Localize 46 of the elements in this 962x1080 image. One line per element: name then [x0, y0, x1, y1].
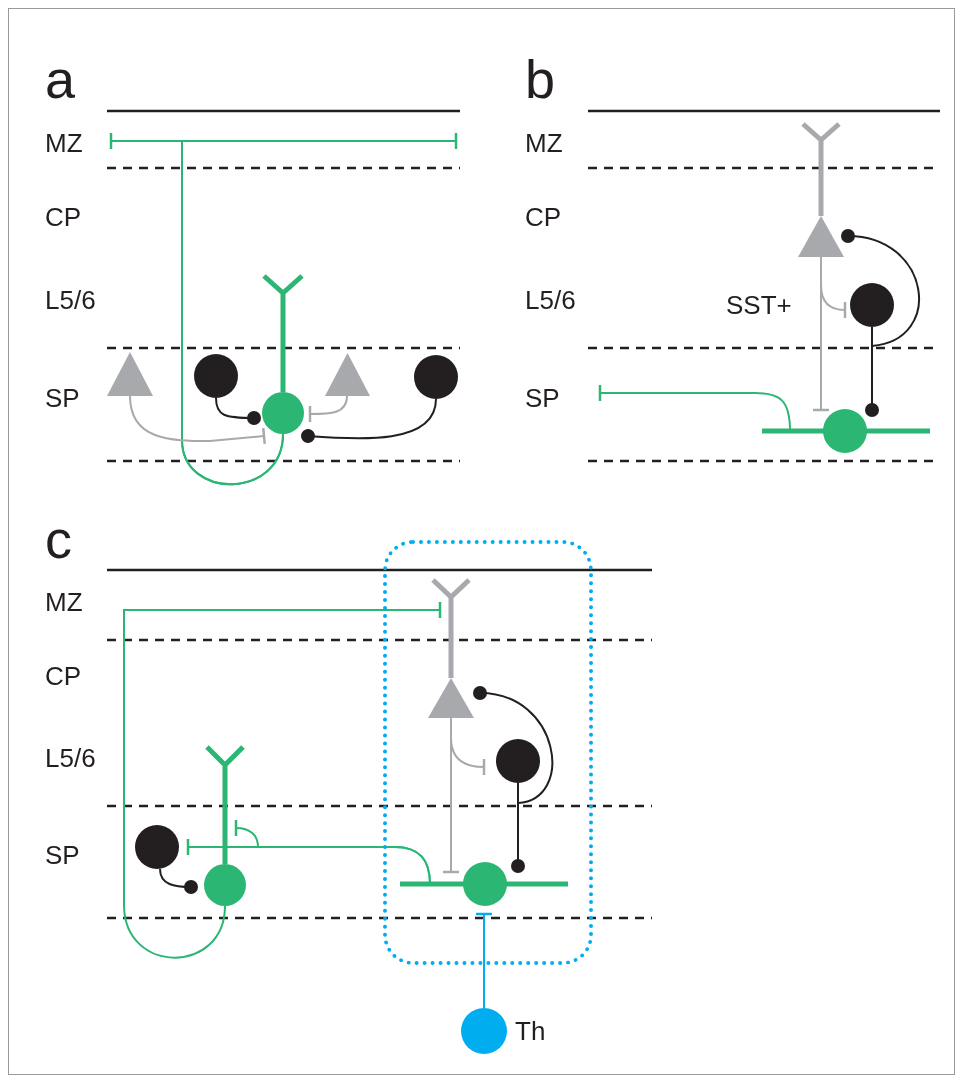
axon-connector [598, 383, 791, 432]
pyramidal-neuron-triangle [428, 678, 474, 718]
neuron-soma-circle [463, 862, 507, 906]
neuron-soma-circle [823, 409, 867, 453]
neuron-soma-circle [204, 864, 246, 906]
neuron-soma-circle [262, 392, 304, 434]
layer-label: SP [45, 385, 80, 411]
axon-connector [511, 782, 525, 873]
pyramidal-neuron-triangle [107, 352, 153, 396]
pyramidal-neuron-triangle [798, 216, 844, 257]
layer-label: MZ [45, 130, 83, 156]
neuron-soma-circle [135, 825, 179, 869]
layer-label: CP [45, 204, 82, 230]
layer-label: L5/6 [45, 287, 96, 313]
axon-connector [123, 600, 442, 959]
axon-connector [181, 131, 458, 486]
layer-label: CP [45, 663, 82, 689]
panel-letter: c [45, 512, 72, 566]
axon-connector [129, 395, 266, 446]
layer-label: L5/6 [45, 745, 96, 771]
pyramidal-neuron-triangle [325, 353, 370, 396]
layer-label: MZ [525, 130, 563, 156]
neuron-soma-circle [414, 355, 458, 399]
neuron-soma-circle [496, 739, 540, 783]
axon-connector [441, 717, 461, 874]
axon-connector [301, 398, 437, 443]
neuron-label: Th [515, 1015, 546, 1047]
axon-connector [865, 326, 879, 417]
neuron-soma-circle [194, 354, 238, 398]
axon-connector [215, 397, 261, 425]
layer-label: SP [45, 842, 80, 868]
panel-letter: b [525, 52, 556, 106]
neuron-label: SST+ [726, 289, 792, 321]
axon-connector [841, 229, 920, 347]
layer-label: L5/6 [525, 287, 576, 313]
layer-label: MZ [45, 589, 83, 615]
dotted-group-outline [383, 540, 593, 965]
axon-connector [473, 686, 554, 804]
panel-letter: a [45, 52, 76, 106]
axon-connector [234, 818, 431, 885]
axon-connector [811, 256, 831, 412]
axon-connector [159, 868, 198, 894]
layer-label: CP [525, 204, 562, 230]
axon-connector [474, 912, 494, 1009]
axon-connector [308, 395, 348, 424]
layer-label: SP [525, 385, 560, 411]
